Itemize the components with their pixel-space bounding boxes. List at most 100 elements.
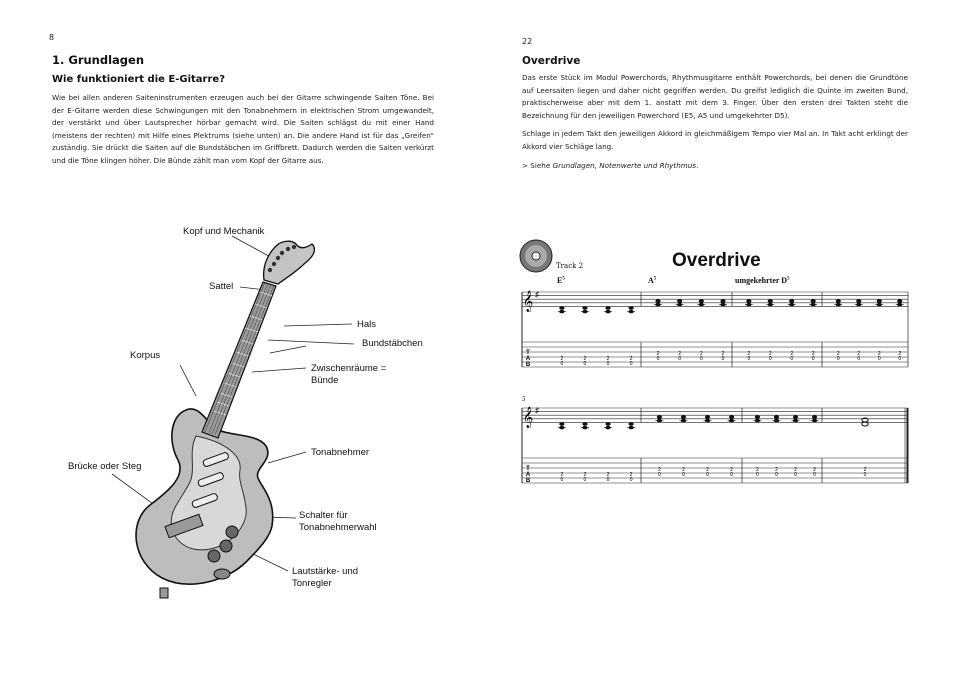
note-head xyxy=(559,422,565,426)
key-signature-sharp: ♯ xyxy=(535,406,539,415)
note-head xyxy=(746,299,752,303)
section-title: Wie funktioniert die E-Gitarre? xyxy=(52,74,226,85)
label-buende: Bünde xyxy=(311,375,339,386)
tab-number: 2 xyxy=(790,351,793,357)
tab-number: 2 xyxy=(706,467,709,473)
guitar-illustration xyxy=(111,235,355,599)
treble-clef: 𝄞 xyxy=(523,291,534,312)
label-lautstaerke: Lautstärke- und xyxy=(292,566,359,577)
note-head xyxy=(720,299,726,303)
note-head xyxy=(728,415,735,419)
key-signature-sharp: ♯ xyxy=(535,290,539,299)
note-head xyxy=(698,299,704,303)
body-paragraph: Wie bei allen anderen Saiteninstrumenten… xyxy=(52,93,434,165)
label-zwischenraeume: Zwischenräume = xyxy=(311,363,387,374)
label-sattel: Sattel xyxy=(209,281,234,292)
cross-reference: Grundlagen, Notenwerte und Rhythmus xyxy=(552,160,697,170)
note-head xyxy=(704,415,711,419)
note-head xyxy=(605,422,611,426)
tab-clef: T xyxy=(526,466,530,472)
tab-number: 0 xyxy=(678,356,681,362)
label-bruecke: Brücke oder Steg xyxy=(68,461,142,472)
tab-number: 0 xyxy=(864,472,867,478)
tab-number: 0 xyxy=(813,472,816,478)
tab-number: 2 xyxy=(837,351,840,357)
tab-number: 0 xyxy=(756,472,759,478)
tab-number: 0 xyxy=(657,356,660,362)
note-head xyxy=(856,299,862,303)
note-head xyxy=(897,299,903,303)
tab-number: 2 xyxy=(878,351,881,357)
cd-icon xyxy=(519,239,553,273)
tab-number: 2 xyxy=(864,467,867,473)
note-head xyxy=(605,306,611,310)
body-text: Wie bei allen anderen Saiteninstrumenten… xyxy=(52,92,434,174)
tab-number: 2 xyxy=(658,467,661,473)
note-head xyxy=(811,415,818,419)
label-hals: Hals xyxy=(357,319,377,330)
tab-number: 2 xyxy=(682,467,685,473)
tab-clef: A xyxy=(526,472,531,478)
tab-number: 2 xyxy=(794,467,797,473)
left-page: 8 1. Grundlagen Wie funktioniert die E-G… xyxy=(49,33,434,599)
tab-number: 2 xyxy=(730,467,733,473)
tab-number: 2 xyxy=(722,351,725,357)
tab-number: 0 xyxy=(630,361,633,367)
tab-number: 2 xyxy=(813,467,816,473)
note-head xyxy=(628,306,634,310)
tab-number: 0 xyxy=(607,477,610,483)
tab-number: 0 xyxy=(607,361,610,367)
tab-number: 2 xyxy=(812,351,815,357)
tab-number: 2 xyxy=(657,351,660,357)
see-suffix: . xyxy=(696,160,699,170)
tab-number: 0 xyxy=(769,356,772,362)
label-bundstaebchen: Bundstäbchen xyxy=(362,338,423,349)
tab-number: 0 xyxy=(812,356,815,362)
tab-number: 0 xyxy=(706,472,709,478)
paragraph-3: > Siehe Grundlagen, Notenwerte und Rhyth… xyxy=(522,160,908,173)
page-number: 8 xyxy=(49,33,55,42)
label-schalter: Schalter für xyxy=(299,510,348,521)
note-head xyxy=(582,422,588,426)
tab-number: 2 xyxy=(769,351,772,357)
tab-number: 2 xyxy=(630,472,633,478)
chapter-title: 1. Grundlagen xyxy=(52,53,145,67)
tab-number: 0 xyxy=(775,472,778,478)
tab-number: 0 xyxy=(747,356,750,362)
score-notation: 𝄞♯TAB20202020202020202020202020202020𝄞♯T… xyxy=(521,290,909,484)
tab-number: 0 xyxy=(794,472,797,478)
note-head xyxy=(835,299,841,303)
tab-number: 0 xyxy=(584,477,587,483)
label-tonabnehmer: Tonabnehmer xyxy=(311,447,370,458)
note-head xyxy=(582,306,588,310)
right-page: 22 Overdrive Das erste Stück im Modul Po… xyxy=(482,0,964,700)
tab-number: 2 xyxy=(584,472,587,478)
section-title: Overdrive xyxy=(522,55,581,67)
tab-number: 2 xyxy=(584,356,587,362)
tab-clef: B xyxy=(526,478,531,484)
track-label: Track 2 xyxy=(556,262,584,270)
label-tonregler: Tonregler xyxy=(292,578,332,589)
tab-clef: B xyxy=(526,362,531,368)
tab-number: 2 xyxy=(560,356,563,362)
tab-number: 2 xyxy=(607,472,610,478)
chord-symbol-a5: A5 xyxy=(648,276,657,285)
guitar-neck xyxy=(201,281,277,439)
tab-number: 2 xyxy=(775,467,778,473)
note-head xyxy=(792,415,799,419)
note-head xyxy=(876,299,882,303)
note-head xyxy=(680,415,687,419)
note-head xyxy=(559,306,565,310)
page-number: 22 xyxy=(522,37,533,46)
tab-clef: T xyxy=(526,350,530,356)
measure-number: 5 xyxy=(522,395,526,403)
note-head xyxy=(754,415,761,419)
note-head xyxy=(789,299,795,303)
tab-number: 2 xyxy=(747,351,750,357)
chord-symbol-e5: E5 xyxy=(557,276,565,285)
label-kopf: Kopf und Mechanik xyxy=(183,226,265,237)
label-korpus: Korpus xyxy=(130,350,161,361)
score-title: Overdrive xyxy=(672,250,761,271)
tab-number: 2 xyxy=(678,351,681,357)
tab-number: 2 xyxy=(607,356,610,362)
